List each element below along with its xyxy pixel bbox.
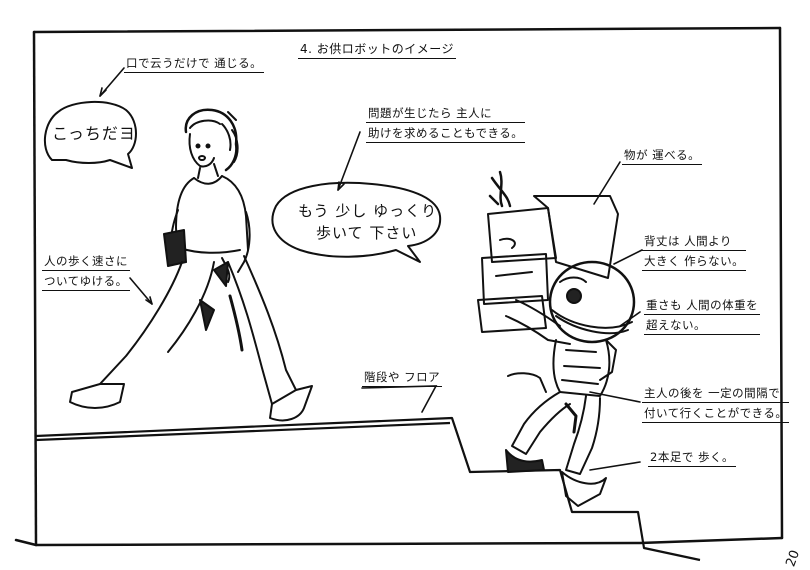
page-title: 4. お供ロボットのイメージ <box>298 40 457 60</box>
note-follow: 主人の後を 一定の間隔で 付いて行くことができる。 <box>642 384 790 424</box>
robot-figure <box>477 170 636 507</box>
note-carry: 物が 運べる。 <box>622 146 703 166</box>
note-stairs: 階段や フロア <box>362 368 443 388</box>
note-help: 問題が生じたら 主人に 助けを求めることもできる。 <box>366 104 526 144</box>
robot-speech-line-2: 歩いて 下さい <box>316 224 418 242</box>
frame-border <box>14 26 784 547</box>
stairs <box>35 416 701 562</box>
person-speech: こっちだヨ <box>52 124 136 143</box>
speech-bubbles <box>43 100 442 263</box>
note-height: 背丈は 人間より 大きく 作らない。 <box>642 232 747 272</box>
note-weight: 重さも 人間の体重を 超えない。 <box>644 296 761 336</box>
note-speed: 人の歩く速さに ついてゆける。 <box>42 252 130 292</box>
robot-speech-line-1: もう 少し ゆっくり <box>298 202 438 220</box>
robot-bubble <box>271 181 442 263</box>
note-legs: 2本足で 歩く。 <box>648 448 736 468</box>
note-voice: 口で云うだけで 通じる。 <box>124 54 265 74</box>
person-bubble <box>43 100 137 169</box>
person-figure <box>69 108 313 422</box>
